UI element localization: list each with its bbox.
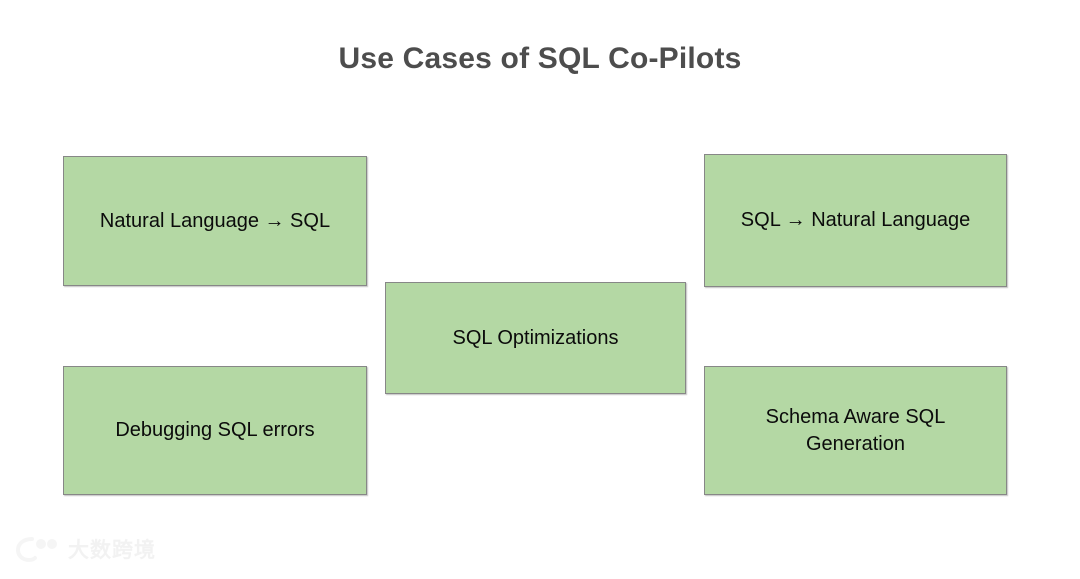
use-case-box-debugging-sql-errors: Debugging SQL errors <box>63 366 367 495</box>
use-case-label: Debugging SQL errors <box>115 419 315 442</box>
use-case-label: SQL Optimizations <box>452 326 619 349</box>
watermark: 大数跨境 <box>16 534 156 564</box>
watermark-text: 大数跨境 <box>68 538 156 562</box>
page-title: Use Cases of SQL Co-Pilots <box>338 42 742 75</box>
use-case-box-nl-to-sql: Natural Language → SQL <box>63 156 367 286</box>
watermark-logo-icon <box>16 537 57 562</box>
use-case-box-sql-optimizations: SQL Optimizations <box>385 282 686 394</box>
use-case-box-sql-to-nl: SQL → Natural Language <box>704 154 1007 287</box>
use-case-label: SQL → Natural Language <box>740 209 971 232</box>
use-case-label: Schema Aware SQL Generation <box>765 406 946 455</box>
use-case-label: Natural Language → SQL <box>99 209 331 232</box>
use-case-box-schema-aware-sql-generation: Schema Aware SQL Generation <box>704 366 1007 495</box>
